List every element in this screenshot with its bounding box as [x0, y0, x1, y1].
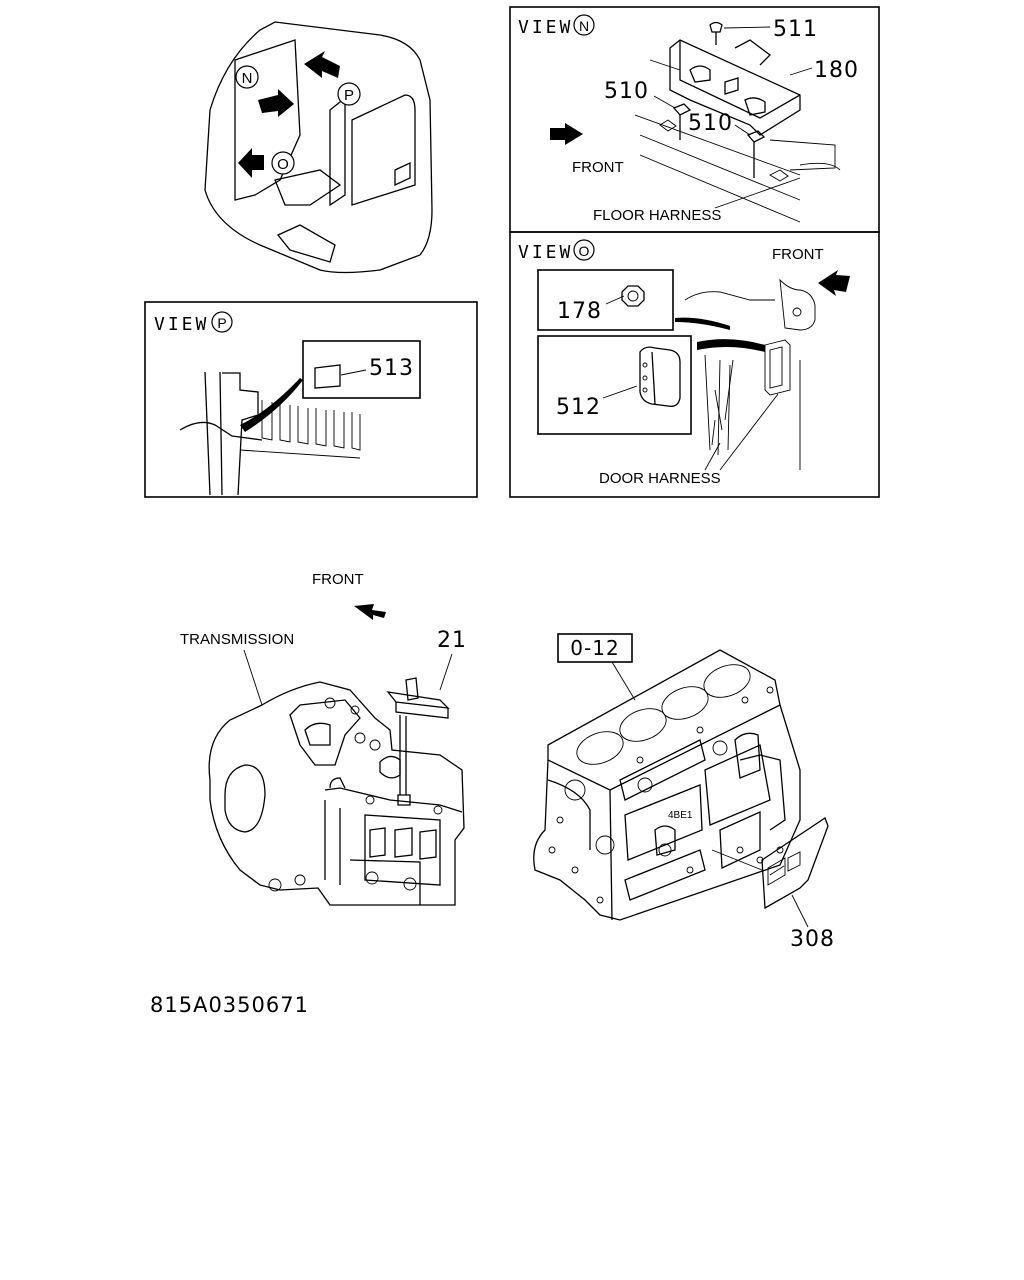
part-512-label: 512	[556, 395, 601, 420]
front-label-bottom: FRONT	[312, 571, 364, 588]
cab-marker-p: P	[344, 87, 354, 104]
engine-block-group: 0-12 4BE1	[533, 633, 835, 952]
transmission-label: TRANSMISSION	[180, 631, 294, 648]
engine-ref-box	[557, 633, 633, 663]
part-513-inset	[302, 340, 421, 399]
engine-model-label: 4BE1	[668, 810, 693, 821]
view-p-title: VIEW	[154, 314, 209, 335]
view-p-panel: VIEW P 513	[144, 301, 478, 498]
front-arrow-bottom-icon	[354, 604, 386, 620]
cab-overview: N P O	[204, 21, 433, 274]
view-o-title: VIEW	[518, 242, 573, 263]
transmission-group: FRONT TRANSMISSION 21	[180, 571, 467, 906]
part-512-inset	[537, 335, 692, 435]
floor-harness-label: FLOOR HARNESS	[593, 207, 721, 224]
view-o-panel: VIEW O FRONT 178 512	[509, 231, 880, 498]
view-o-circle: O	[579, 243, 590, 259]
part-178-inset	[537, 269, 674, 331]
view-n-panel: VIEW N 511 180 510	[509, 6, 880, 233]
part-510-label-b: 510	[688, 111, 733, 136]
drawing-number: 815A0350671	[150, 993, 309, 1017]
part-511-label: 511	[773, 17, 818, 42]
part-21-label: 21	[437, 628, 467, 653]
view-n-circle: N	[579, 18, 589, 34]
front-label-o: FRONT	[772, 246, 824, 263]
front-arrow-o-icon	[818, 270, 850, 296]
part-513-label: 513	[369, 356, 414, 381]
engine-ref-label: 0-12	[570, 636, 619, 660]
part-178-label: 178	[557, 299, 602, 324]
arrow-p-icon	[304, 51, 340, 78]
door-harness-label: DOOR HARNESS	[599, 470, 721, 487]
view-n-title: VIEW	[518, 17, 573, 38]
part-180-label: 180	[814, 58, 859, 83]
arrow-n-icon	[258, 89, 294, 117]
cab-marker-n: N	[242, 70, 253, 87]
front-label-n: FRONT	[572, 159, 624, 176]
front-arrow-n-icon	[550, 123, 583, 145]
arrow-o-icon	[238, 148, 264, 178]
part-510-label-a: 510	[604, 79, 649, 104]
view-p-circle: P	[217, 315, 226, 331]
part-308-label: 308	[790, 927, 835, 952]
cab-marker-o: O	[277, 156, 289, 173]
